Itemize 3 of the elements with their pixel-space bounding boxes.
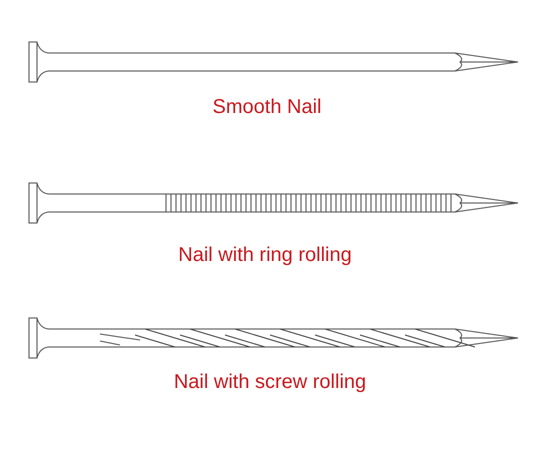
nail-caption: Nail with screw rolling — [174, 371, 366, 394]
nail-caption: Nail with ring rolling — [178, 244, 352, 267]
nail-caption: Smooth Nail — [212, 96, 322, 119]
